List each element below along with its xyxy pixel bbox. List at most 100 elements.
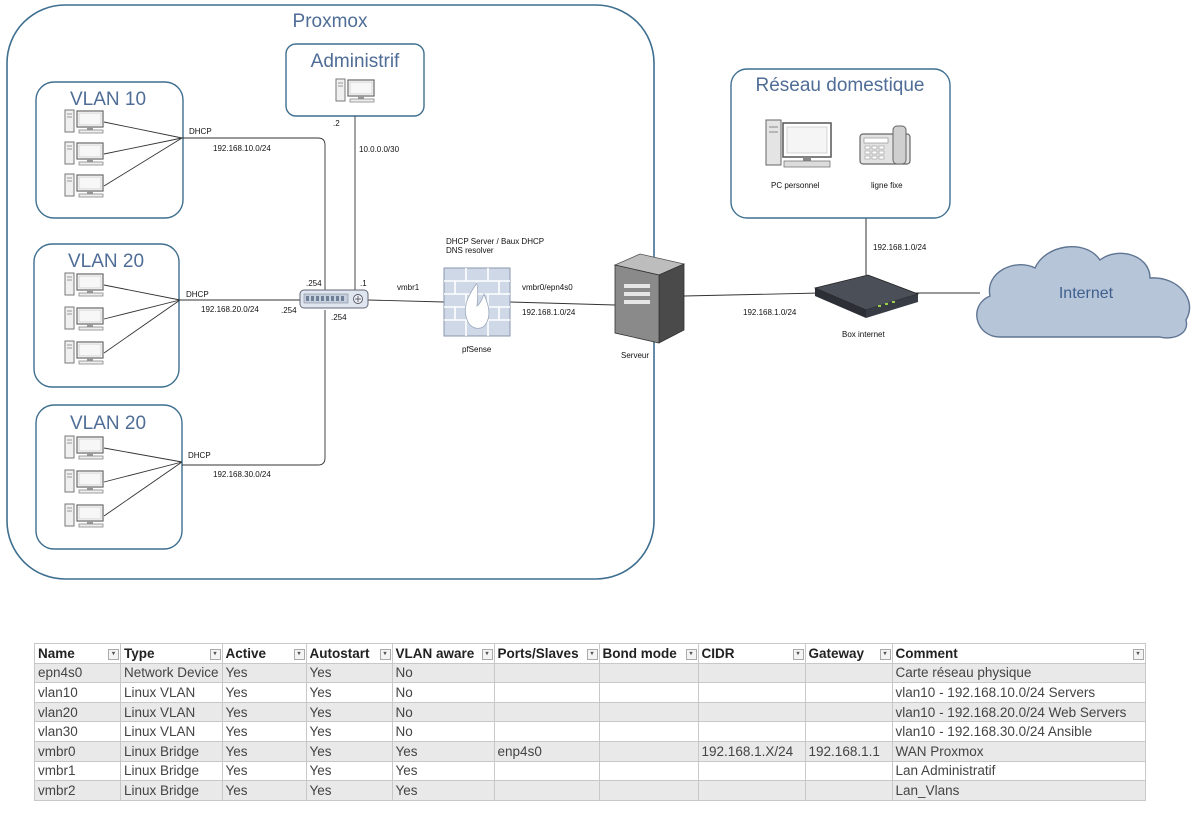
cell-autostart[interactable]: Yes: [305, 740, 393, 762]
cell-gateway[interactable]: [804, 682, 893, 703]
cell-comment[interactable]: vlan10 - 192.168.30.0/24 Ansible: [891, 721, 1146, 742]
column-header-gateway[interactable]: Gateway▾: [804, 643, 893, 664]
cell-gateway[interactable]: [804, 701, 893, 723]
cell-comment[interactable]: vlan10 - 192.168.10.0/24 Servers: [891, 682, 1146, 703]
cell-gateway[interactable]: [804, 760, 893, 782]
cell-cidr[interactable]: [697, 662, 806, 684]
cell-autostart[interactable]: Yes: [305, 662, 393, 684]
cell-type[interactable]: Linux Bridge: [120, 740, 223, 762]
cell-autostart[interactable]: Yes: [305, 682, 393, 703]
column-header-comment[interactable]: Comment▾: [891, 643, 1146, 664]
cell-bond-mode[interactable]: [598, 662, 699, 684]
cell-active[interactable]: Yes: [221, 721, 307, 742]
filter-dropdown-icon[interactable]: ▾: [1132, 649, 1144, 660]
cell-active[interactable]: Yes: [221, 760, 307, 782]
cell-ports-slaves[interactable]: [493, 662, 600, 684]
cell-autostart[interactable]: Yes: [305, 780, 393, 801]
cell-vlan-aware[interactable]: No: [391, 682, 495, 703]
cell-type[interactable]: Linux Bridge: [120, 760, 223, 782]
column-header-ports-slaves[interactable]: Ports/Slaves▾: [493, 643, 600, 664]
column-header-autostart[interactable]: Autostart▾: [305, 643, 393, 664]
cell-ports-slaves[interactable]: [493, 760, 600, 782]
cell-name[interactable]: vlan30: [34, 721, 121, 742]
column-header-name[interactable]: Name▾: [34, 643, 121, 664]
cell-name[interactable]: vmbr1: [34, 760, 121, 782]
cell-ports-slaves[interactable]: enp4s0: [493, 740, 600, 762]
cell-autostart[interactable]: Yes: [305, 721, 393, 742]
filter-dropdown-icon[interactable]: ▾: [293, 649, 305, 660]
column-header-bond-mode[interactable]: Bond mode▾: [598, 643, 699, 664]
cell-active[interactable]: Yes: [221, 701, 307, 723]
cell-type[interactable]: Linux VLAN: [120, 721, 223, 742]
column-header-cidr[interactable]: CIDR▾: [697, 643, 806, 664]
cell-bond-mode[interactable]: [598, 780, 699, 801]
cell-active[interactable]: Yes: [221, 682, 307, 703]
cell-cidr[interactable]: [697, 780, 806, 801]
cell-comment[interactable]: Lan Administratif: [891, 760, 1146, 782]
cell-cidr[interactable]: 192.168.1.X/24: [697, 740, 806, 762]
filter-dropdown-icon[interactable]: ▾: [879, 649, 891, 660]
cell-cidr[interactable]: [697, 721, 806, 742]
cell-name[interactable]: vlan20: [34, 701, 121, 723]
cell-bond-mode[interactable]: [598, 682, 699, 703]
cell-gateway[interactable]: 192.168.1.1: [804, 740, 893, 762]
cell-bond-mode[interactable]: [598, 740, 699, 762]
column-header-type[interactable]: Type▾: [120, 643, 223, 664]
cell-ports-slaves[interactable]: [493, 721, 600, 742]
filter-dropdown-icon[interactable]: ▾: [792, 649, 804, 660]
cell-type[interactable]: Linux VLAN: [120, 701, 223, 723]
filter-dropdown-icon[interactable]: ▾: [108, 649, 119, 660]
filter-dropdown-icon[interactable]: ▾: [379, 649, 391, 660]
cell-vlan-aware[interactable]: Yes: [391, 740, 495, 762]
cell-active[interactable]: Yes: [221, 780, 307, 801]
cell-cidr[interactable]: [697, 682, 806, 703]
filter-dropdown-icon[interactable]: ▾: [481, 649, 493, 660]
admin-ip-label: .2: [333, 119, 340, 128]
cell-ports-slaves[interactable]: [493, 780, 600, 801]
cell-vlan-aware[interactable]: No: [391, 721, 495, 742]
cell-gateway[interactable]: [804, 721, 893, 742]
cell-autostart[interactable]: Yes: [305, 701, 393, 723]
cell-vlan-aware[interactable]: Yes: [391, 780, 495, 801]
cell-cidr[interactable]: [697, 760, 806, 782]
cell-active[interactable]: Yes: [221, 662, 307, 684]
cell-vlan-aware[interactable]: No: [391, 662, 495, 684]
cell-gateway[interactable]: [804, 662, 893, 684]
cell-active[interactable]: Yes: [221, 740, 307, 762]
cell-vlan-aware[interactable]: No: [391, 701, 495, 723]
cell-type[interactable]: Linux Bridge: [120, 780, 223, 801]
cell-name[interactable]: vmbr0: [34, 740, 121, 762]
cell-autostart[interactable]: Yes: [305, 760, 393, 782]
cell-gateway[interactable]: [804, 780, 893, 801]
cell-cidr[interactable]: [697, 701, 806, 723]
cell-ports-slaves[interactable]: [493, 701, 600, 723]
cell-type[interactable]: Network Device: [120, 662, 223, 684]
filter-dropdown-icon[interactable]: ▾: [685, 649, 697, 660]
cell-comment[interactable]: WAN Proxmox: [891, 740, 1146, 762]
filter-dropdown-icon[interactable]: ▾: [209, 649, 221, 660]
filter-dropdown-icon[interactable]: ▾: [586, 649, 598, 660]
cell-name[interactable]: epn4s0: [34, 662, 121, 684]
cell-bond-mode[interactable]: [598, 760, 699, 782]
cell-comment[interactable]: Carte réseau physique: [891, 662, 1146, 684]
cell-type[interactable]: Linux VLAN: [120, 682, 223, 703]
cell-bond-mode[interactable]: [598, 701, 699, 723]
network-interfaces-table: Name▾ Type▾ Active▾ Autostart▾ VLAN awar…: [34, 643, 1146, 801]
column-header-active[interactable]: Active▾: [221, 643, 307, 664]
switch-port-right-label: .1: [360, 279, 367, 288]
cell-comment[interactable]: Lan_Vlans: [891, 780, 1146, 801]
cell-comment[interactable]: vlan10 - 192.168.20.0/24 Web Servers: [891, 701, 1146, 723]
cell-name[interactable]: vlan10: [34, 682, 121, 703]
cell-vlan-aware[interactable]: Yes: [391, 760, 495, 782]
cell-name[interactable]: vmbr2: [34, 780, 121, 801]
cell-ports-slaves[interactable]: [493, 682, 600, 703]
cell-bond-mode[interactable]: [598, 721, 699, 742]
column-header-vlan-aware[interactable]: VLAN aware▾: [391, 643, 495, 664]
